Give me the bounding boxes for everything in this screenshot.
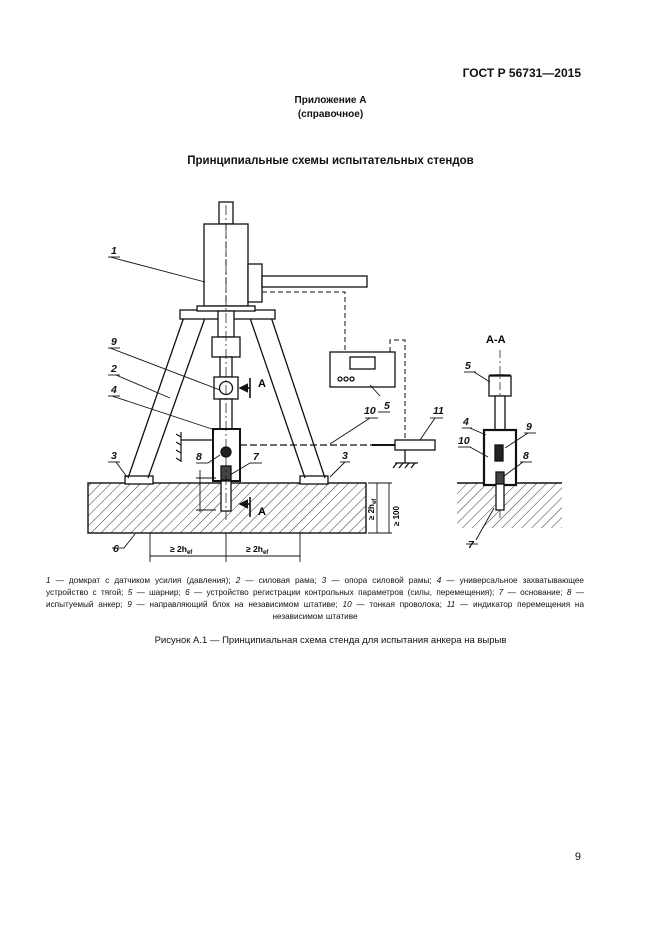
leader-underlines: [108, 256, 443, 549]
frame-supports: [124, 475, 329, 485]
legend-number: 1: [46, 576, 51, 585]
displacement-indicator: [240, 439, 436, 469]
callout-2: 2: [110, 363, 117, 375]
callout-3-right: 3: [342, 450, 348, 462]
section-callout-7: 7: [468, 539, 475, 551]
jack-with-force-sensor: [196, 201, 368, 312]
dim-width-left: ≥ 2hef: [170, 544, 193, 556]
depth-dimensions: [368, 482, 392, 534]
document-code: ГОСТ Р 56731—2015: [462, 66, 581, 80]
legend-number: 5: [127, 588, 133, 597]
callout-3-left: 3: [111, 450, 117, 462]
legend-number: 10: [342, 600, 352, 609]
anchor-depth-dim: [196, 470, 216, 512]
dim-depth-label: ≥ 2hef: [367, 498, 378, 520]
legend-number: 11: [446, 600, 456, 609]
legend-number: 6: [185, 588, 190, 597]
guide-block-stand: [175, 432, 213, 462]
width-dimensions: [149, 533, 301, 562]
section-marks: [238, 378, 251, 517]
section-mark-top: А: [258, 378, 266, 390]
legend-text: — силовая рама;: [240, 576, 322, 585]
callout-11: 11: [433, 405, 444, 417]
legend-number: 8: [566, 588, 572, 597]
page-number: 9: [574, 851, 581, 863]
section-mark-bottom: А: [258, 506, 266, 518]
legend-text: — направляющий блок на независимом штати…: [131, 600, 343, 609]
callout-6: 5: [384, 400, 390, 412]
callout-1: 1: [111, 245, 117, 257]
callout-9: 8: [196, 451, 202, 463]
section-callout-9: 9: [526, 421, 532, 433]
callout-7: 6: [113, 543, 119, 555]
legend-text: — шарнир;: [132, 588, 186, 597]
test-stand-diagram: А А ≥ 2hef ≥ 100 ≥ 2hef ≥ 2hef: [87, 201, 562, 562]
dim-width-right: ≥ 2hef: [246, 544, 269, 556]
legend-text: — тонкая проволока;: [351, 600, 447, 609]
appendix-note: (справочное): [297, 109, 364, 120]
callout-8: 7: [253, 451, 260, 463]
dim-min-label: ≥ 100: [392, 505, 401, 526]
callout-5: 9: [111, 336, 117, 348]
section-callout-8: 8: [523, 450, 529, 462]
legend-number: 9: [127, 600, 132, 609]
appendix-title: Приложение А: [294, 95, 367, 106]
figure-legend: 1 — домкрат с датчиком усилия (давления)…: [46, 575, 584, 623]
legend-number: 2: [235, 576, 241, 585]
section-title: Принципиальные схемы испытательных стенд…: [187, 155, 474, 167]
legend-text: — универсальное захватывающее устройство…: [46, 576, 584, 597]
section-callout-4: 4: [462, 416, 469, 428]
callout-10: 10: [364, 405, 376, 417]
leader-lines: [109, 256, 436, 549]
callout-4: 4: [110, 384, 117, 396]
figure-caption: Рисунок А.1 — Принципиальная схема стенд…: [154, 635, 507, 646]
legend-text: — основание;: [503, 588, 567, 597]
section-view-leaders: [458, 371, 536, 545]
legend-text: — домкрат с датчиком усилия (давления);: [50, 576, 236, 585]
legend-text: — индикатор перемещения на независимом ш…: [272, 600, 584, 621]
legend-number: 3: [321, 576, 327, 585]
section-view-assembly: [482, 350, 518, 520]
appendix-heading: Приложение А (справочное): [0, 94, 661, 122]
legend-number: 7: [498, 588, 504, 597]
legend-text: — испытуемый анкер;: [46, 588, 584, 609]
recording-device: [262, 291, 406, 440]
section-callout-5: 5: [465, 360, 471, 372]
legend-text: — устройство регистрации контрольных пар…: [189, 588, 499, 597]
section-view-base: [457, 482, 562, 528]
legend-text: — опора силовой рамы;: [326, 576, 437, 585]
rod-and-grip: [211, 205, 241, 520]
section-callout-10: 10: [458, 435, 470, 447]
legend-number: 4: [436, 576, 442, 585]
section-view-label: А-А: [486, 334, 506, 346]
